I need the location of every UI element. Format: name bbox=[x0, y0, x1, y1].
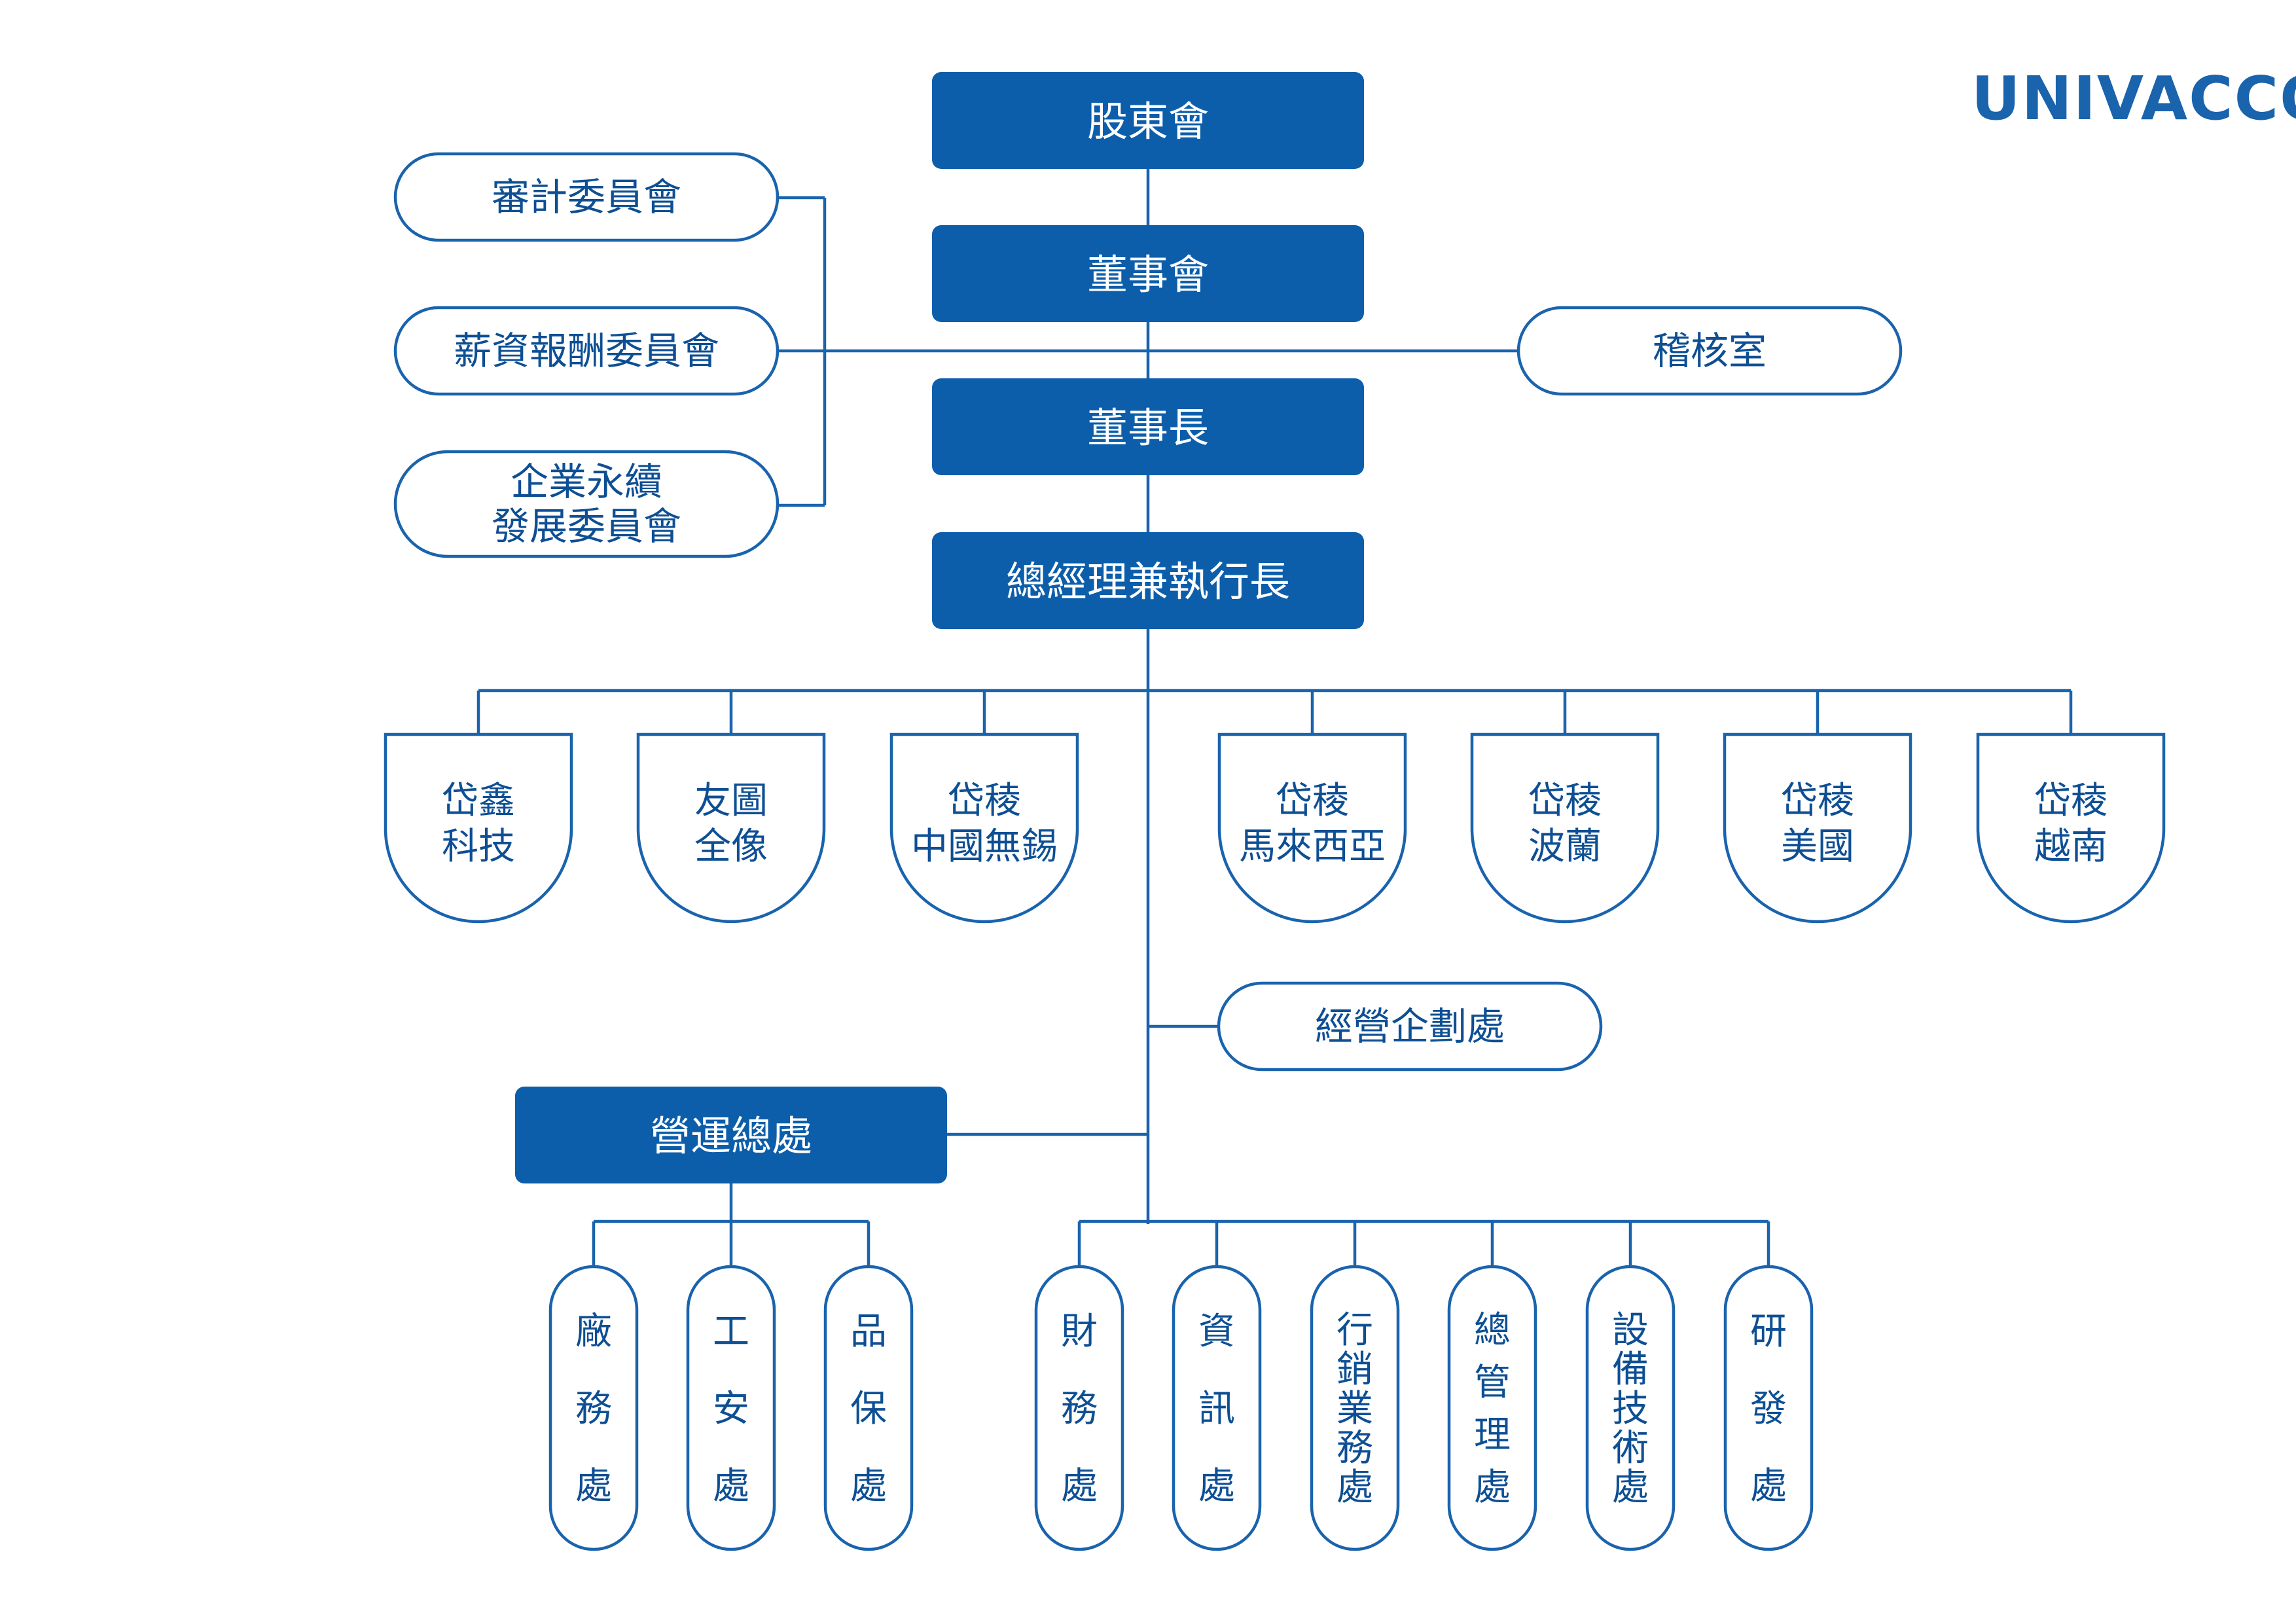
compensation-committee-box: 薪資報酬委員會 bbox=[393, 306, 780, 396]
sustainability-committee-box: 企業永續 發展委員會 bbox=[393, 450, 780, 558]
audit-committee-label: 審計委員會 bbox=[492, 175, 681, 219]
department-char: 工 bbox=[713, 1310, 749, 1353]
department-char: 務 bbox=[1061, 1388, 1098, 1430]
department-char: 務 bbox=[575, 1388, 612, 1430]
audit-office-label: 稽核室 bbox=[1653, 329, 1767, 373]
department-char: 備 bbox=[1612, 1348, 1649, 1391]
planning-label: 經營企劃處 bbox=[1315, 1004, 1505, 1049]
department-char: 處 bbox=[1336, 1466, 1373, 1509]
department-char: 品 bbox=[850, 1310, 887, 1353]
shareholders-box: 股東會 bbox=[932, 72, 1364, 169]
board-box: 董事會 bbox=[932, 225, 1364, 322]
subsidiary-label-1: 岱稜 bbox=[1781, 780, 1854, 822]
department-char: 廠 bbox=[575, 1310, 612, 1353]
ceo-box: 總經理兼執行長 bbox=[932, 532, 1364, 629]
department-char: 保 bbox=[850, 1388, 887, 1430]
subsidiary-label-1: 岱稜 bbox=[1276, 780, 1349, 822]
department-char: 處 bbox=[1612, 1466, 1649, 1509]
subsidiary-label-2: 全像 bbox=[694, 825, 768, 868]
sustainability-committee-label-1: 企業永續 bbox=[511, 460, 662, 504]
univacco-logo: UNIVACCO bbox=[1971, 63, 2296, 134]
department-box: 品保處 bbox=[823, 1265, 914, 1551]
chairman-box: 董事長 bbox=[932, 378, 1364, 475]
department-char: 處 bbox=[850, 1465, 887, 1507]
subsidiary-label-2: 越南 bbox=[2034, 825, 2108, 868]
subsidiary-label-1: 岱稜 bbox=[2034, 780, 2108, 822]
subsidiary-label-1: 友圖 bbox=[694, 780, 768, 822]
sustainability-committee-label-2: 發展委員會 bbox=[492, 504, 681, 549]
department-box: 財務處 bbox=[1034, 1265, 1124, 1551]
shareholders-label: 股東會 bbox=[1087, 98, 1209, 145]
operations-label: 營運總處 bbox=[650, 1112, 812, 1160]
department-char: 處 bbox=[575, 1465, 612, 1507]
department-char: 管 bbox=[1474, 1362, 1511, 1404]
subsidiary-label-2: 科技 bbox=[442, 825, 515, 868]
department-char: 銷 bbox=[1336, 1348, 1373, 1391]
department-char: 行 bbox=[1336, 1309, 1373, 1352]
department-char: 務 bbox=[1336, 1427, 1373, 1470]
department-box: 廠務處 bbox=[548, 1265, 639, 1551]
audit-office-box: 稽核室 bbox=[1516, 306, 1903, 396]
department-char: 研 bbox=[1750, 1310, 1787, 1353]
subsidiary-label-1: 岱稜 bbox=[1528, 780, 1602, 822]
subsidiary-label-2: 美國 bbox=[1781, 825, 1854, 868]
department-char: 業 bbox=[1336, 1388, 1373, 1430]
department-char: 資 bbox=[1198, 1310, 1235, 1353]
department-char: 財 bbox=[1061, 1310, 1098, 1353]
department-box: 資訊處 bbox=[1172, 1265, 1262, 1551]
department-char: 處 bbox=[1061, 1465, 1098, 1507]
department-char: 訊 bbox=[1198, 1388, 1235, 1430]
subsidiary-label-1: 岱鑫 bbox=[442, 780, 515, 822]
planning-box: 經營企劃處 bbox=[1217, 981, 1603, 1072]
department-char: 總 bbox=[1474, 1309, 1511, 1352]
audit-committee-box: 審計委員會 bbox=[393, 152, 780, 242]
department-char: 處 bbox=[713, 1465, 749, 1507]
subsidiary-label-2: 馬來西亞 bbox=[1239, 825, 1386, 868]
department-char: 技 bbox=[1612, 1388, 1649, 1430]
subsidiary-label-2: 中國無錫 bbox=[911, 825, 1058, 868]
department-char: 發 bbox=[1750, 1388, 1787, 1430]
department-char: 術 bbox=[1612, 1427, 1649, 1470]
subsidiary-label-2: 波蘭 bbox=[1528, 825, 1602, 868]
department-char: 處 bbox=[1198, 1465, 1235, 1507]
chairman-label: 董事長 bbox=[1087, 404, 1209, 452]
ceo-label: 總經理兼執行長 bbox=[1006, 558, 1290, 605]
operations-box: 營運總處 bbox=[515, 1087, 947, 1183]
compensation-committee-label: 薪資報酬委員會 bbox=[454, 329, 719, 373]
department-char: 安 bbox=[713, 1388, 749, 1430]
department-box: 工安處 bbox=[686, 1265, 776, 1551]
department-char: 理 bbox=[1474, 1414, 1511, 1456]
board-label: 董事會 bbox=[1087, 251, 1209, 298]
department-char: 處 bbox=[1474, 1466, 1511, 1509]
connector-lines bbox=[476, 169, 2073, 1267]
department-box: 研發處 bbox=[1723, 1265, 1814, 1551]
department-char: 設 bbox=[1612, 1309, 1649, 1352]
subsidiary-label-1: 岱稜 bbox=[948, 780, 1021, 822]
department-char: 處 bbox=[1750, 1465, 1787, 1507]
